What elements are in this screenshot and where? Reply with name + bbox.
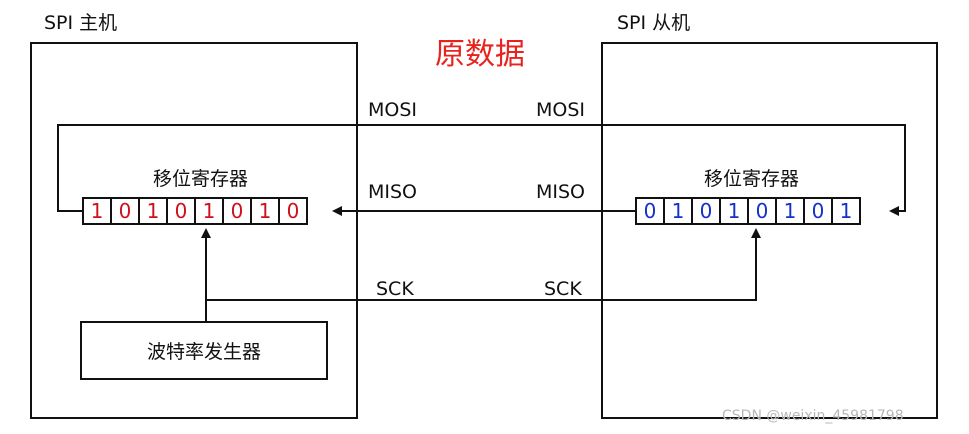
master-register-bit-4: 1	[194, 197, 224, 225]
slave-register-bit-7: 1	[831, 197, 861, 225]
slave-register-bit-5: 1	[775, 197, 805, 225]
slave-register-bit-6: 0	[803, 197, 833, 225]
slave-register-bit-4: 0	[747, 197, 777, 225]
sck-line-slave	[205, 228, 761, 321]
slave-register-bit-0: 0	[635, 197, 665, 225]
baud-rate-generator-label: 波特率发生器	[146, 341, 261, 363]
spi-slave-box	[601, 42, 938, 419]
mosi-label-master: MOSI	[368, 99, 418, 121]
master-register-bit-3: 0	[166, 197, 196, 225]
sck-label-slave: SCK	[544, 278, 582, 300]
master-register-bit-6: 1	[250, 197, 280, 225]
slave-register-bit-3: 1	[719, 197, 749, 225]
slave-register-label: 移位寄存器	[704, 168, 800, 190]
master-register-bit-5: 0	[222, 197, 252, 225]
miso-label-master: MISO	[368, 181, 418, 203]
miso-label-slave: MISO	[536, 181, 586, 203]
master-register-bit-0: 1	[82, 197, 112, 225]
baud-rate-generator-box: 波特率发生器	[80, 321, 328, 380]
spi-master-label: SPI 主机	[44, 12, 118, 34]
sck-label-master: SCK	[376, 278, 414, 300]
mosi-line	[57, 124, 906, 216]
master-register-bit-1: 0	[110, 197, 140, 225]
master-register-bit-7: 0	[278, 197, 308, 225]
spi-slave-label: SPI 从机	[617, 12, 691, 34]
mosi-label-slave: MOSI	[536, 99, 586, 121]
diagram-title: 原数据	[435, 37, 525, 72]
spi-master-box	[30, 42, 358, 419]
slave-register-bit-2: 0	[691, 197, 721, 225]
master-register-bit-2: 1	[138, 197, 168, 225]
master-register-label: 移位寄存器	[153, 168, 249, 190]
watermark: CSDN @weixin_45981798	[722, 408, 904, 424]
slave-register-bit-1: 1	[663, 197, 693, 225]
